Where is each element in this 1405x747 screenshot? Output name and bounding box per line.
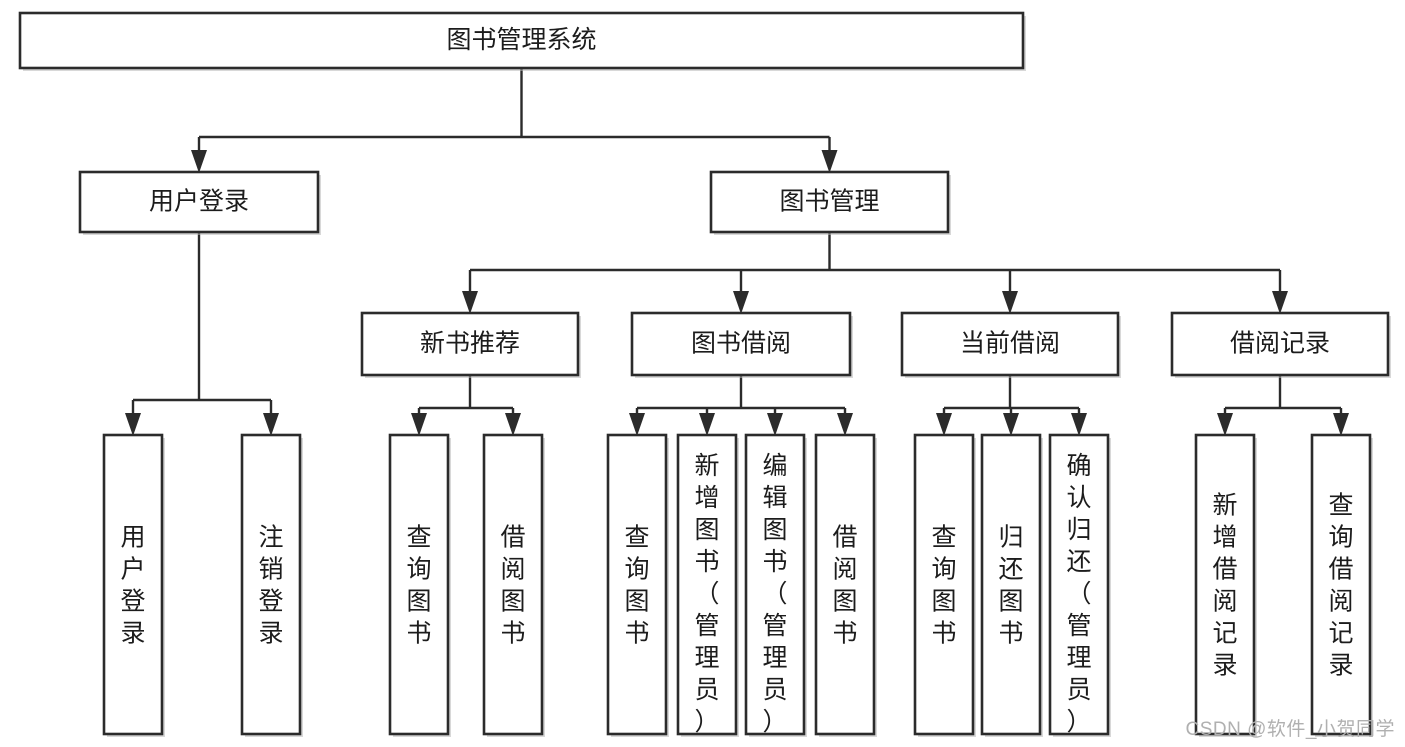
node-label: 查询借阅记录 (1328, 491, 1353, 679)
node-leaf-user-login[interactable]: 用户登录 (102, 433, 165, 737)
connector-group-current-borrow (936, 375, 1087, 436)
node-rect[interactable] (1310, 433, 1372, 736)
connector-layer (125, 68, 1349, 436)
connector-group-book-manage (462, 232, 1288, 314)
node-label: 新增借阅记录 (1212, 491, 1237, 679)
arrow-head-icon (629, 413, 645, 436)
node-rect[interactable] (913, 433, 975, 736)
arrow-head-icon (767, 413, 783, 436)
node-rect[interactable] (1170, 311, 1390, 377)
node-new-book-recommend[interactable]: 新书推荐 (360, 311, 581, 378)
node-current-borrow[interactable]: 当前借阅 (900, 311, 1121, 378)
node-root[interactable]: 图书管理系统 (18, 11, 1026, 71)
node-layer: 图书管理系统用户登录图书管理新书推荐图书借阅当前借阅借阅记录用户登录注销登录查询… (18, 11, 1391, 737)
node-user-login[interactable]: 用户登录 (78, 170, 321, 235)
arrow-head-icon (462, 291, 478, 314)
node-rect[interactable] (980, 433, 1042, 736)
connector-group-new-book-recommend (411, 375, 521, 436)
node-rect[interactable] (709, 170, 950, 234)
arrow-head-icon (837, 413, 853, 436)
node-label: 借阅图书 (500, 523, 525, 647)
node-leaf-query-book-rec[interactable]: 查询图书 (388, 433, 451, 737)
arrow-head-icon (191, 150, 207, 173)
node-rect[interactable] (18, 11, 1025, 70)
node-leaf-borrow-book[interactable]: 借阅图书 (814, 433, 877, 737)
node-label: 新增图书（管理员） (694, 452, 719, 736)
node-label: 注销登录 (258, 523, 283, 647)
node-label: 当前借阅 (960, 330, 1060, 358)
node-rect[interactable] (744, 433, 806, 736)
node-rect[interactable] (676, 433, 738, 736)
node-leaf-borrow-book-rec[interactable]: 借阅图书 (482, 433, 545, 737)
arrow-head-icon (505, 413, 521, 436)
arrow-head-icon (125, 413, 141, 436)
node-book-manage[interactable]: 图书管理 (709, 170, 951, 235)
node-borrow-record[interactable]: 借阅记录 (1170, 311, 1391, 378)
node-leaf-query-borrow-record[interactable]: 查询借阅记录 (1310, 433, 1373, 737)
node-rect[interactable] (630, 311, 852, 377)
arrow-head-icon (263, 413, 279, 436)
node-rect[interactable] (1194, 433, 1256, 736)
node-label: 图书借阅 (691, 330, 791, 358)
connector-group-user-login (125, 232, 279, 436)
node-label: 新书推荐 (420, 330, 520, 358)
node-rect[interactable] (388, 433, 450, 736)
arrow-head-icon (1003, 413, 1019, 436)
connector-group-root (191, 68, 838, 173)
arrow-head-icon (936, 413, 952, 436)
node-label: 借阅记录 (1230, 330, 1330, 358)
node-rect[interactable] (606, 433, 668, 736)
arrow-head-icon (1002, 291, 1018, 314)
node-leaf-add-book[interactable]: 新增图书（管理员） (676, 433, 739, 737)
node-leaf-edit-book[interactable]: 编辑图书（管理员） (744, 433, 807, 737)
node-label: 用户登录 (120, 523, 145, 647)
connector-group-book-borrow (629, 375, 853, 436)
node-leaf-query-book-current[interactable]: 查询图书 (913, 433, 976, 737)
node-label: 借阅图书 (832, 523, 857, 647)
node-book-borrow[interactable]: 图书借阅 (630, 311, 853, 378)
node-rect[interactable] (360, 311, 580, 377)
node-label: 图书管理 (779, 188, 879, 216)
arrow-head-icon (1071, 413, 1087, 436)
arrow-head-icon (1272, 291, 1288, 314)
arrow-head-icon (411, 413, 427, 436)
arrow-head-icon (699, 413, 715, 436)
node-label: 查询图书 (624, 523, 649, 647)
arrow-head-icon (1217, 413, 1233, 436)
arrow-head-icon (733, 291, 749, 314)
node-rect[interactable] (240, 433, 302, 736)
node-leaf-confirm-return[interactable]: 确认归还（管理员） (1048, 433, 1111, 737)
node-label: 用户登录 (149, 188, 249, 216)
node-rect[interactable] (78, 170, 320, 234)
node-label: 查询图书 (931, 523, 956, 647)
node-label: 归还图书 (998, 523, 1023, 647)
node-label: 图书管理系统 (446, 26, 596, 54)
node-label: 确认归还（管理员） (1066, 452, 1091, 736)
node-rect[interactable] (102, 433, 164, 736)
node-label: 查询图书 (406, 523, 431, 647)
node-rect[interactable] (482, 433, 544, 736)
node-rect[interactable] (814, 433, 876, 736)
node-leaf-user-logout[interactable]: 注销登录 (240, 433, 303, 737)
connector-group-borrow-record (1217, 375, 1349, 436)
arrow-head-icon (821, 150, 838, 173)
node-rect[interactable] (900, 311, 1120, 377)
arrow-head-icon (1333, 413, 1349, 436)
node-rect[interactable] (1048, 433, 1110, 736)
node-leaf-add-borrow-record[interactable]: 新增借阅记录 (1194, 433, 1257, 737)
node-label: 编辑图书（管理员） (762, 452, 787, 736)
node-leaf-query-book-borrow[interactable]: 查询图书 (606, 433, 669, 737)
node-leaf-return-book[interactable]: 归还图书 (980, 433, 1043, 737)
